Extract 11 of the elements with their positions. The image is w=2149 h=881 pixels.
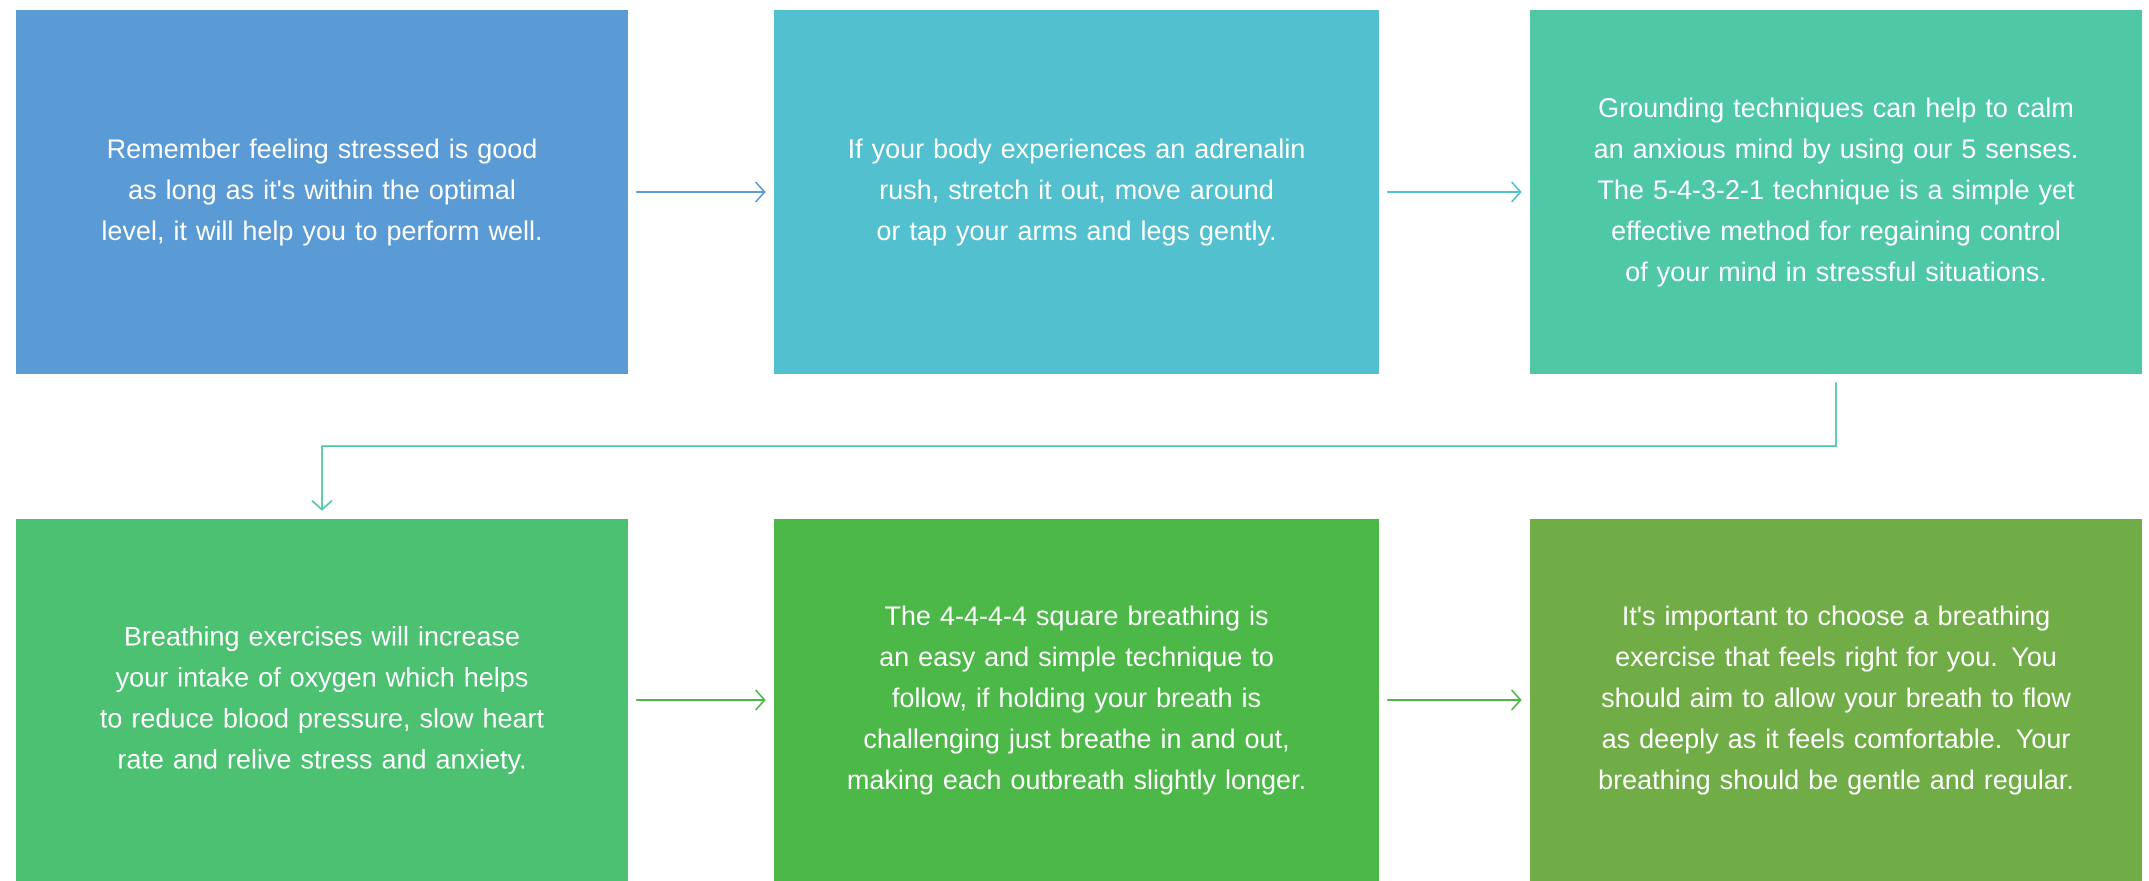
text-box: Remember feeling stressed is good as long as it's within the optimal level, it will help you to perform well. (16, 10, 628, 374)
arrow (1386, 689, 1522, 711)
text-box: Breathing exercises will increase your intake of oxygen which helps to reduce blood pressure, slow heart rate and relive stress and anxiety. (16, 519, 628, 881)
arrow (635, 181, 766, 203)
arrow (1386, 181, 1522, 203)
arrow (311, 381, 1837, 511)
text-box: The 4-4-4-4 square breathing is an easy and simple technique to follow, if holding your breath is challenging just breathe in and out, making each outbreath slightly longer. (774, 519, 1379, 881)
text-box: It's important to choose a breathing exercise that feels right for you. You should aim to allow your breath to flow as deeply as it feels comfortable. Your breathing should be gentle and regular. (1530, 519, 2142, 881)
text-box: If your body experiences an adrenalin rush, stretch it out, move around or tap your arms and legs gently. (774, 10, 1379, 374)
text-box: Grounding techniques can help to calm an anxious mind by using our 5 senses. The 5-4-3-2-1 technique is a simple yet effective method for regaining control of your mind in stressful situations. (1530, 10, 2142, 374)
arrow (635, 689, 766, 711)
